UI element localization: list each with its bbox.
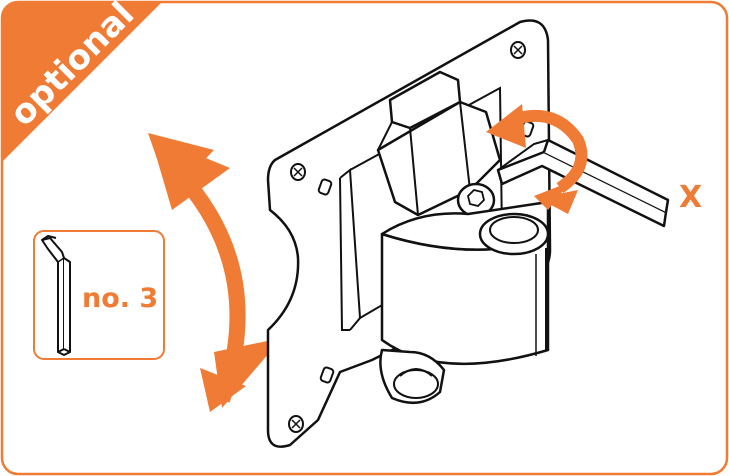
hex-socket-bolt: [456, 182, 496, 218]
locking-knob: [379, 348, 446, 405]
mounting-hole: [290, 163, 306, 181]
hex-key-wrench: [496, 138, 670, 228]
tool-size-label: no. 3: [82, 283, 158, 314]
mounting-hole: [510, 41, 526, 59]
mounting-hole: [288, 415, 304, 433]
tool-callout: no. 3: [33, 230, 165, 360]
part-callout-label: X: [679, 180, 702, 215]
mounting-slot: [317, 178, 333, 196]
rotate-arrows: [486, 104, 588, 214]
hex-key-icon: [41, 235, 71, 356]
pivot-housing: [380, 200, 550, 366]
mounting-slot: [319, 366, 335, 384]
tilt-arc-arrow: [148, 133, 282, 412]
